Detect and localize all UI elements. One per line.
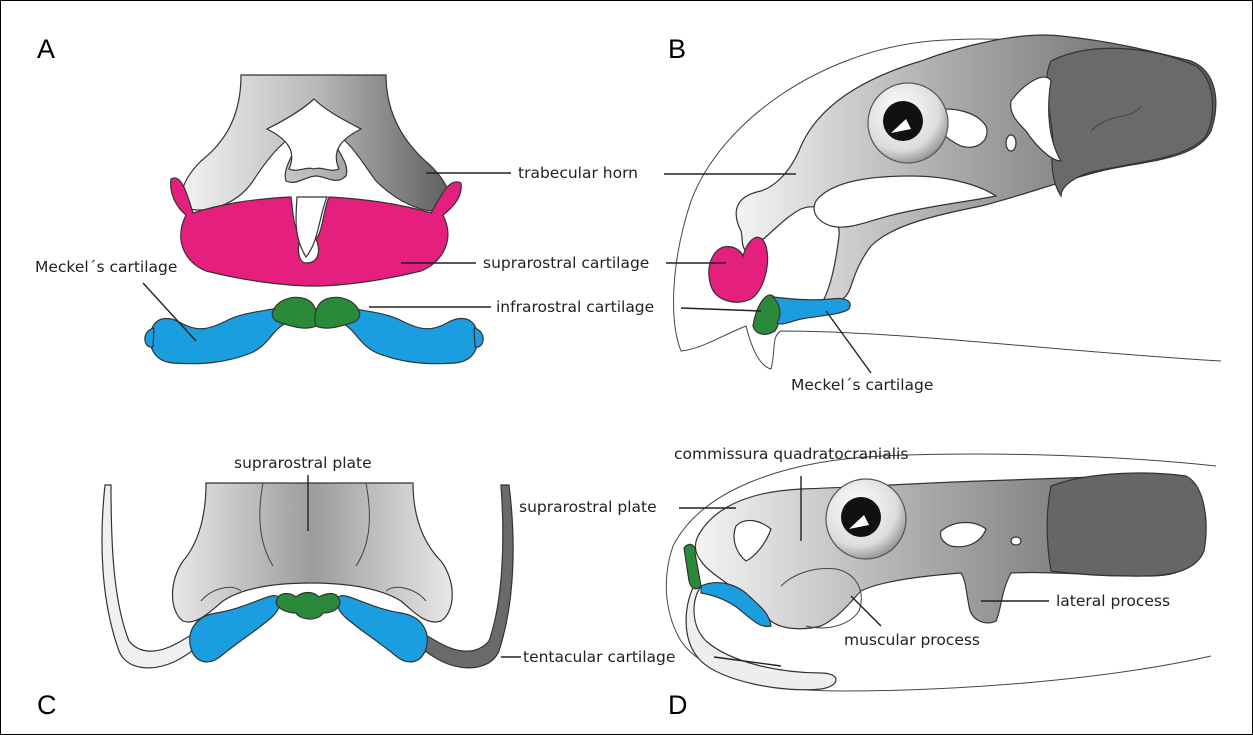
leader-d-muscular <box>851 596 881 626</box>
pupil-b <box>883 101 923 141</box>
leader-b-meckels <box>826 311 871 373</box>
fenestra-d2 <box>1011 537 1021 545</box>
infrarostral-cartilage-c <box>276 593 340 620</box>
panel-d: D commissura quadratocranialis suprarost… <box>519 445 1216 720</box>
panel-a: A trabecular horn suprarostral cartilage… <box>35 34 654 364</box>
label-muscular-process: muscular process <box>844 631 980 649</box>
label-infrarostral-cartilage: infrarostral cartilage <box>496 298 654 316</box>
label-meckels-cartilage-b: Meckel´s cartilage <box>791 376 933 394</box>
panel-d-letter: D <box>668 690 688 720</box>
meckels-cartilage-left-shape <box>150 308 290 363</box>
meckels-cartilage-b <box>773 297 850 324</box>
label-commissura: commissura quadratocranialis <box>674 445 908 463</box>
label-lateral-process: lateral process <box>1056 592 1170 610</box>
panel-b: B Meckel´s cartilage <box>664 34 1221 394</box>
panel-c: C suprarostral plate tentacular cartilag… <box>37 454 675 720</box>
meckels-left-knob <box>145 328 154 347</box>
otic-capsule-d <box>1047 473 1206 576</box>
label-meckels-cartilage-a: Meckel´s cartilage <box>35 258 177 276</box>
label-suprarostral-plate-d: suprarostral plate <box>519 498 657 516</box>
meckels-right-knob <box>474 328 483 347</box>
fenestra-b2 <box>1006 135 1016 151</box>
label-suprarostral-cartilage: suprarostral cartilage <box>483 254 649 272</box>
leader-b-infrarostral <box>681 308 761 311</box>
panel-c-letter: C <box>37 690 57 720</box>
panel-a-letter: A <box>37 34 55 64</box>
suprarostral-cartilage-b <box>709 237 768 302</box>
pupil-d <box>841 497 881 537</box>
panel-b-letter: B <box>668 34 686 64</box>
label-trabecular-horn: trabecular horn <box>518 164 638 182</box>
otic-capsule-b <box>1047 48 1213 196</box>
label-tentacular-cartilage: tentacular cartilage <box>523 648 675 666</box>
label-suprarostral-plate-c: suprarostral plate <box>234 454 372 472</box>
